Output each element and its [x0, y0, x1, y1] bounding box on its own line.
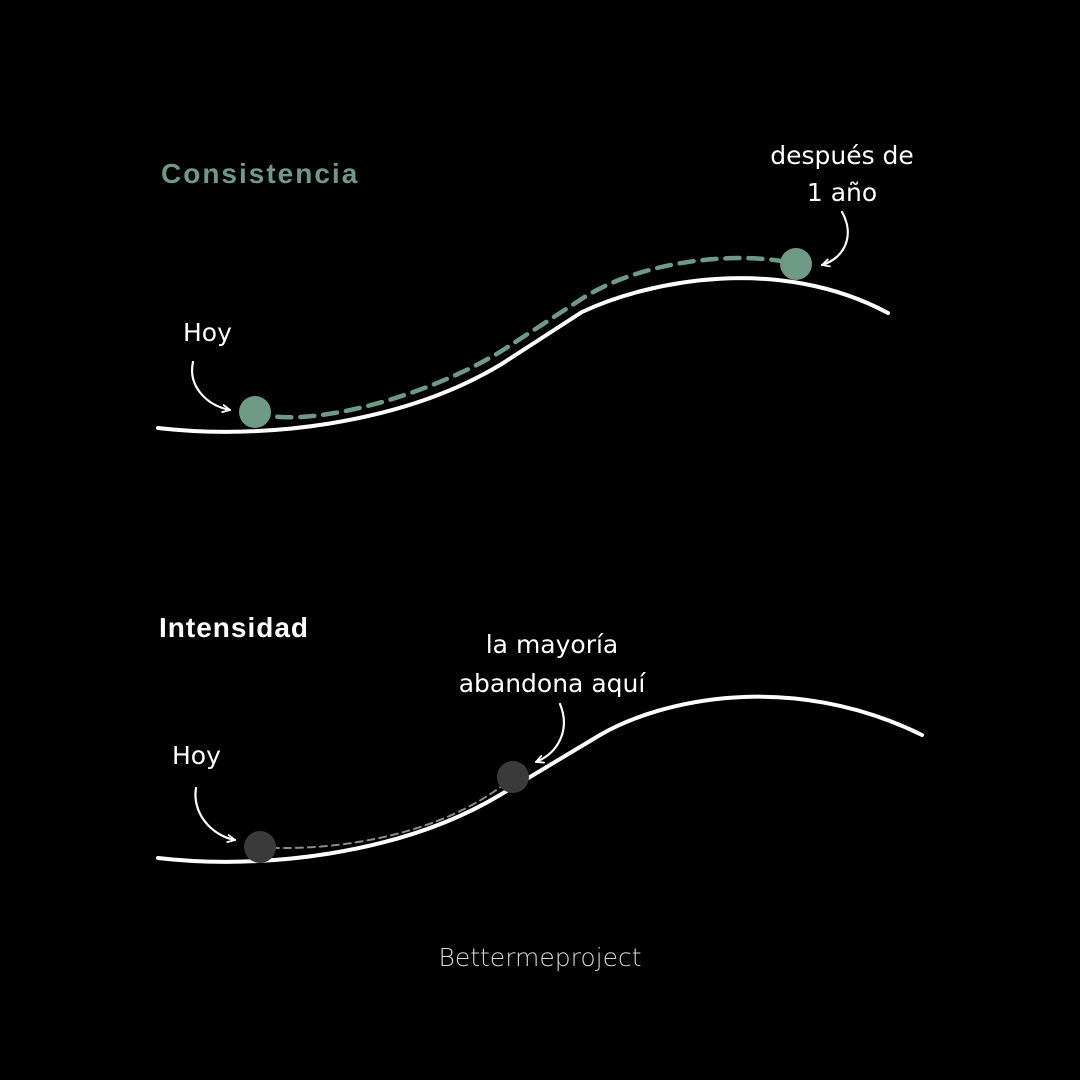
intensity-title: Intensidad [159, 612, 309, 643]
intensity-quit-dot [497, 761, 529, 793]
consistency-title: Consistencia [161, 158, 359, 189]
intensity-quit-label-line1: la mayoría [486, 630, 619, 659]
intensity-start-arrow [194, 786, 237, 844]
intensity-start-label: Hoy [172, 741, 221, 770]
consistency-end-dot [780, 248, 812, 280]
intensity-curve [156, 694, 924, 864]
intensity-quit-label-line2: abandona aquí [459, 669, 647, 698]
consistency-panel: Consistencia Hoy después de 1 año [156, 141, 914, 434]
consistency-start-label: Hoy [183, 318, 232, 347]
consistency-start-arrow [191, 360, 232, 414]
consistency-end-label-line1: después de [770, 141, 914, 170]
intensity-start-dot [244, 831, 276, 863]
consistency-end-label-line2: 1 año [807, 178, 877, 207]
intensity-progress-path [259, 776, 514, 850]
consistency-curve [156, 276, 890, 434]
consistency-progress-path [252, 255, 799, 420]
intensity-panel: Intensidad Hoy la mayoría abandona aquí [156, 612, 924, 864]
consistency-start-dot [239, 396, 271, 428]
consistency-end-arrow [820, 210, 849, 268]
intensity-quit-arrow [534, 702, 565, 764]
footer-brand: Bettermeproject [438, 943, 641, 972]
